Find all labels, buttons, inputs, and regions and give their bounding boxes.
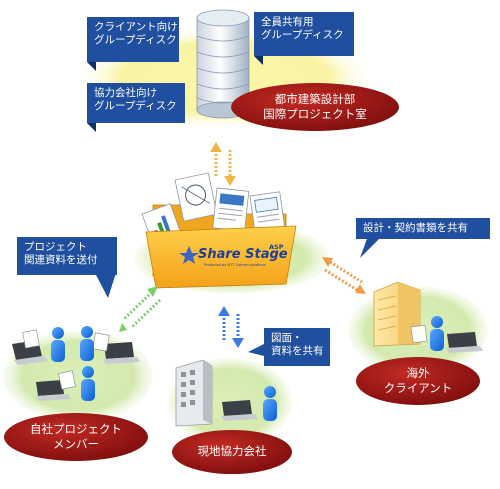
department-label-line-2: 国際プロジェクト室	[263, 107, 367, 121]
all-staff-disk-tag: 全員共有用 グループディスク	[254, 12, 354, 56]
arrow-hub-overseas	[322, 257, 366, 294]
share-contracts-callout-line-1: 設計・契約書類を共有	[363, 222, 468, 234]
department-oval	[231, 83, 399, 131]
overseas-client-label-line-1: 海外	[406, 366, 430, 380]
send-docs-callout-line-1: プロジェクト	[24, 241, 87, 253]
site-partner-label-line-1: 現地協力会社	[197, 444, 267, 458]
all-staff-disk-tag-line-2: グループディスク	[261, 29, 344, 41]
department-label-line-1: 都市建築設計部	[274, 92, 356, 106]
site-building-icon	[175, 359, 277, 427]
members-people-icon	[12, 326, 140, 401]
share-contracts-callout: 設計・契約書類を共有	[356, 218, 490, 239]
arrow-server-hub	[210, 142, 236, 186]
hub-logo-super: ASP	[269, 243, 284, 251]
members-label: 自社プロジェクト メンバー	[16, 422, 136, 452]
share-drawings-callout-line-1: 図面・	[271, 332, 303, 344]
overseas-building-icon	[373, 281, 483, 353]
client-disk-tag-line-2: グループディスク	[94, 34, 177, 46]
share-drawings-callout-line-2: 資料を共有	[271, 345, 324, 357]
folder-icon	[141, 172, 297, 289]
members-oval	[4, 413, 148, 461]
overseas-client-label: 海外 クライアント	[368, 366, 468, 396]
share-drawings-callout: 図面・ 資料を共有	[264, 328, 330, 366]
client-disk-tag: クライアント向け グループディスク	[87, 17, 179, 62]
members-label-line-1: 自社プロジェクト	[30, 422, 122, 436]
partner-disk-tag-line-2: グループディスク	[94, 100, 177, 112]
overseas-client-label-line-2: クライアント	[383, 381, 453, 395]
hub-logo-text: Share Stage	[198, 247, 288, 262]
partner-disk-tag-line-1: 協力会社向け	[94, 87, 157, 99]
members-label-line-2: メンバー	[53, 437, 99, 451]
arrow-hub-members	[119, 286, 162, 332]
send-docs-callout-line-2: 関連資料を送付	[24, 254, 98, 266]
site-oval	[172, 430, 292, 474]
department-label: 都市建築設計部 国際プロジェクト室	[250, 92, 380, 122]
all-staff-disk-tag-line-1: 全員共有用	[261, 16, 314, 28]
site-partner-label: 現地協力会社	[182, 444, 282, 459]
overseas-oval	[356, 357, 480, 405]
client-disk-tag-line-1: クライアント向け	[94, 21, 178, 33]
hub-logo-sub: Produced by NTT Communications	[204, 263, 266, 267]
arrow-hub-site	[218, 306, 244, 348]
partner-disk-tag: 協力会社向け グループディスク	[87, 83, 185, 123]
send-docs-callout: プロジェクト 関連資料を送付	[17, 237, 117, 275]
